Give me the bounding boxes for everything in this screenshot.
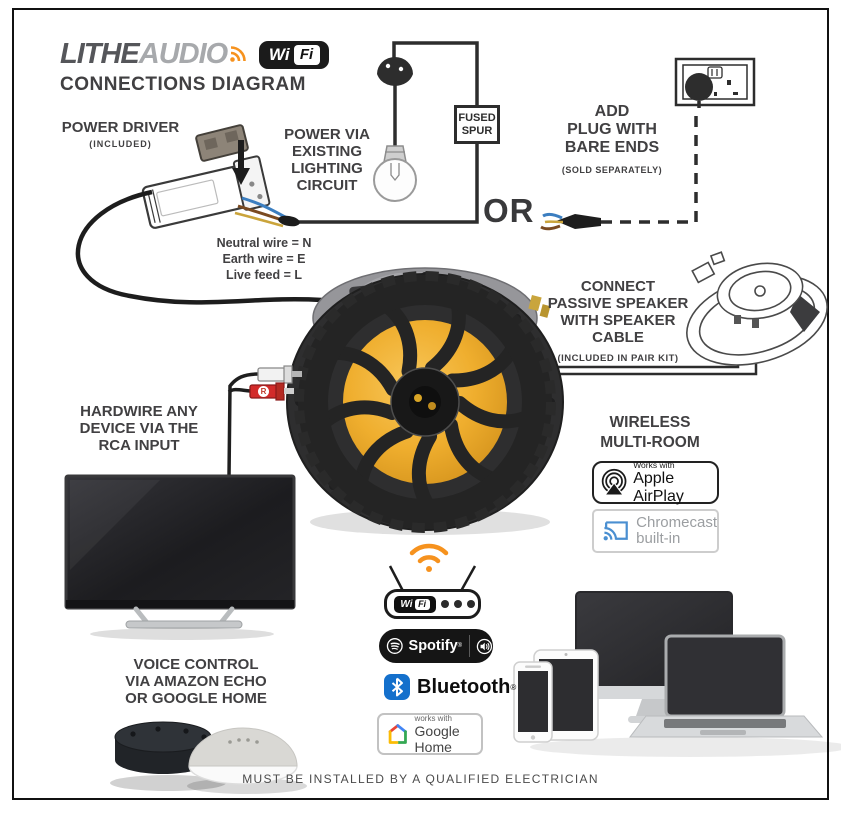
- power-driver-sub: (INCLUDED): [89, 138, 152, 149]
- spotify-icon: [386, 638, 403, 654]
- router-wifi-badge: Wi Fi: [394, 595, 436, 613]
- speaker-icon: [476, 638, 493, 654]
- wire-key: Neutral wire = N Earth wire = E Live fee…: [216, 236, 312, 282]
- chromecast-line1: Chromecast: [636, 514, 717, 531]
- brand-name-primary: LITHE: [60, 38, 140, 70]
- chromecast-line2: built-in: [636, 530, 681, 547]
- router-fi: Fi: [414, 598, 430, 610]
- google-home-icon: [388, 724, 407, 744]
- google-home-illustration: [187, 727, 307, 794]
- airplay-name-text: Apple AirPlay: [633, 469, 684, 505]
- passive-speaker-sub: (INCLUDED IN PAIR KIT): [557, 353, 679, 364]
- voice-control-label: VOICE CONTROL VIA AMAZON ECHO OR GOOGLE …: [125, 656, 267, 707]
- wireless-label: WIRELESS MULTI-ROOM: [600, 414, 700, 451]
- chromecast-badge: Chromecast built-in: [592, 509, 719, 553]
- tv-illustration: [64, 474, 296, 640]
- bluetooth-name: Bluetooth: [417, 675, 511, 698]
- pendant-light: [373, 57, 417, 202]
- add-plug-label: ADD PLUG WITH BARE ENDS (SOLD SEPARATELY…: [542, 103, 682, 179]
- bare-wire-ends: [540, 212, 601, 231]
- wifi-badge-fi: Fi: [293, 44, 320, 65]
- wifi-badge-wi: Wi: [268, 44, 290, 64]
- rca-right-label: R: [258, 386, 269, 397]
- router-led-2: [454, 600, 462, 608]
- rca-cable: [227, 365, 302, 478]
- lighting-circuit-wire: [291, 41, 479, 224]
- driver-to-speaker-cable: [75, 189, 323, 305]
- router-led-3: [467, 600, 475, 608]
- spotify-name: Spotify: [408, 638, 458, 654]
- devices-illustration: [513, 591, 841, 757]
- passive-speaker-label: CONNECT PASSIVE SPEAKER WITH SPEAKER CAB…: [538, 278, 698, 367]
- spotify-divider: [469, 635, 471, 657]
- airplay-icon: [601, 468, 627, 496]
- brand-name-secondary: AUDIO: [138, 38, 228, 70]
- lighting-label: POWER VIA EXISTING LIGHTING CIRCUIT: [284, 126, 370, 194]
- footer-note: MUST BE INSTALLED BY A QUALIFIED ELECTRI…: [242, 772, 599, 786]
- google-home-badge: works with Google Home: [377, 713, 483, 755]
- passive-speaker-illustration: [686, 251, 828, 366]
- bluetooth-badge: Bluetooth ®: [383, 673, 516, 701]
- bluetooth-icon: [384, 674, 410, 700]
- wall-socket: [674, 57, 756, 108]
- fused-spur-box: FUSED SPUR: [454, 105, 500, 144]
- add-plug-sub: (SOLD SEPARATELY): [561, 165, 663, 175]
- wifi-logo-badge: Wi Fi: [259, 40, 330, 69]
- airplay-badge: Works with Apple AirPlay: [592, 459, 719, 505]
- router-wi: Wi: [400, 598, 413, 610]
- plug-dashed-wire: [601, 111, 698, 224]
- hardwire-label: HARDWIRE ANY DEVICE VIA THE RCA INPUT: [79, 403, 199, 454]
- brand-signal-icon: [230, 46, 247, 62]
- google-home-name: Google Home: [414, 722, 460, 755]
- page-title: CONNECTIONS DIAGRAM: [60, 74, 306, 95]
- wifi-signal-icon: [409, 543, 449, 572]
- router-antennas: [388, 565, 477, 592]
- chromecast-icon: [603, 521, 628, 541]
- main-speaker-illustration: [286, 267, 564, 535]
- spotify-reg: ®: [457, 643, 463, 649]
- power-driver-illustration: [75, 124, 323, 305]
- amazon-echo-illustration: [110, 721, 226, 791]
- google-home-top: works with: [414, 713, 452, 723]
- airplay-top-text: Works with: [633, 459, 675, 470]
- spotify-badge: Spotify ®: [379, 629, 493, 663]
- wifi-router: Wi Fi: [384, 589, 481, 619]
- or-label: OR: [483, 192, 535, 229]
- page-border: [12, 8, 829, 800]
- power-driver-label: POWER DRIVER (INCLUDED): [48, 119, 193, 149]
- bluetooth-reg: ®: [510, 682, 517, 692]
- router-led-1: [441, 600, 449, 608]
- brand-logo: LITHE AUDIO Wi Fi: [60, 38, 330, 71]
